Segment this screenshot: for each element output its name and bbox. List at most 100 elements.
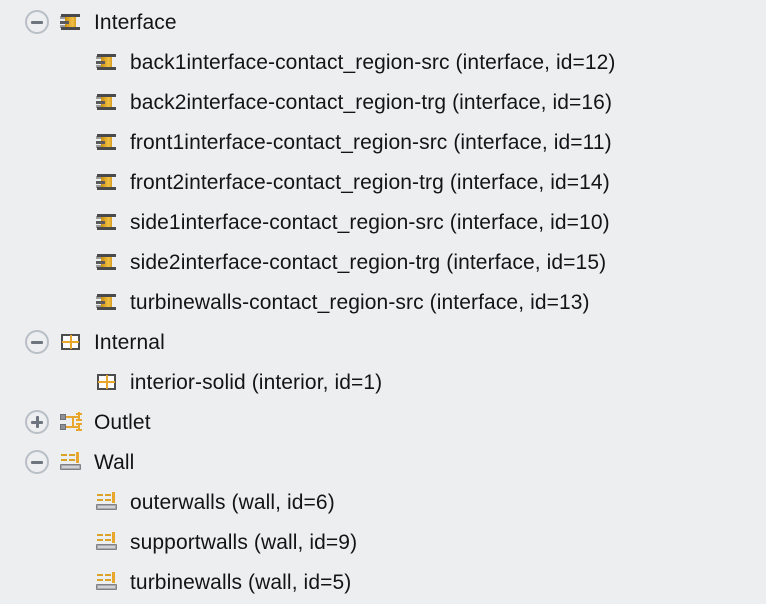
tree-group-label: Internal bbox=[94, 330, 165, 354]
interface-icon-part bbox=[97, 174, 116, 177]
tree-item-row[interactable]: back2interface-contact_region-trg (inter… bbox=[0, 82, 766, 122]
interface-icon-part bbox=[96, 221, 105, 224]
wall-icon-part bbox=[61, 454, 67, 456]
interface-icon-part bbox=[97, 94, 116, 97]
tree-group-row[interactable]: Outlet bbox=[0, 402, 766, 442]
toggle-horizontal-bar bbox=[31, 20, 43, 24]
interior-grid-icon bbox=[60, 331, 82, 353]
outlet-icon-part bbox=[76, 429, 82, 431]
wall-icon-part bbox=[105, 579, 111, 581]
tree-group-label: Outlet bbox=[94, 410, 151, 434]
interface-icon-part bbox=[61, 27, 80, 30]
interface-icon-part bbox=[96, 261, 105, 264]
wall-icon-part bbox=[97, 574, 103, 576]
interface-icon-part bbox=[97, 294, 116, 297]
interface-icon bbox=[96, 251, 118, 273]
tree-item-label: supportwalls (wall, id=9) bbox=[130, 530, 358, 554]
interface-icon bbox=[60, 11, 82, 33]
wall-icon-part bbox=[98, 546, 115, 548]
wall-icon-part bbox=[105, 539, 111, 541]
interface-icon-part bbox=[96, 145, 101, 148]
wall-icon-part bbox=[97, 494, 103, 496]
outlet-icon-part bbox=[60, 414, 66, 420]
wall-icon bbox=[60, 451, 82, 473]
wall-icon-part bbox=[105, 494, 111, 496]
tree-item-label: front1interface-contact_region-src (inte… bbox=[130, 130, 612, 154]
tree-item-row[interactable]: back1interface-contact_region-src (inter… bbox=[0, 42, 766, 82]
tree-item-row[interactable]: front2interface-contact_region-trg (inte… bbox=[0, 162, 766, 202]
interface-icon bbox=[96, 51, 118, 73]
interface-icon-part bbox=[96, 105, 101, 108]
interface-icon-part bbox=[96, 56, 101, 59]
expand-plus-icon[interactable] bbox=[25, 410, 49, 434]
interface-icon-part bbox=[96, 61, 105, 64]
interface-icon-part bbox=[97, 134, 116, 137]
interface-icon-part bbox=[97, 67, 116, 70]
interface-icon bbox=[96, 131, 118, 153]
tree-group-label: Interface bbox=[94, 10, 177, 34]
interface-icon-part bbox=[60, 25, 65, 28]
interface-icon-part bbox=[96, 305, 101, 308]
tree-item-label: front2interface-contact_region-trg (inte… bbox=[130, 170, 610, 194]
tree-item-label: turbinewalls-contact_region-src (interfa… bbox=[130, 290, 590, 314]
tree-group-row[interactable]: Wall bbox=[0, 442, 766, 482]
interface-icon-part bbox=[60, 16, 65, 19]
wall-icon-part bbox=[97, 579, 103, 581]
interface-icon-part bbox=[101, 134, 112, 150]
outlet-icon-part bbox=[72, 416, 74, 427]
toggle-horizontal-bar bbox=[31, 340, 43, 344]
outlet-icon-part bbox=[60, 424, 66, 430]
wall-icon-part bbox=[105, 574, 111, 576]
interface-icon-part bbox=[96, 96, 101, 99]
interior-grid-icon bbox=[96, 371, 118, 393]
interface-icon-part bbox=[97, 214, 116, 217]
collapse-minus-icon[interactable] bbox=[25, 450, 49, 474]
tree-item-row[interactable]: interior-solid (interior, id=1) bbox=[0, 362, 766, 402]
interface-icon-part bbox=[61, 14, 80, 17]
interface-icon-part bbox=[101, 174, 112, 190]
interface-icon bbox=[96, 171, 118, 193]
collapse-minus-icon[interactable] bbox=[25, 330, 49, 354]
outlet-icon-part bbox=[76, 419, 82, 421]
tree-item-label: turbinewalls (wall, id=5) bbox=[130, 570, 352, 594]
interface-icon-part bbox=[97, 54, 116, 57]
tree-item-label: side1interface-contact_region-src (inter… bbox=[130, 210, 610, 234]
interface-icon-part bbox=[101, 294, 112, 310]
tree-item-row[interactable]: side2interface-contact_region-trg (inter… bbox=[0, 242, 766, 282]
wall-icon-part bbox=[112, 572, 115, 583]
tree-item-label: side2interface-contact_region-trg (inter… bbox=[130, 250, 607, 274]
tree-item-label: interior-solid (interior, id=1) bbox=[130, 370, 383, 394]
interface-icon-part bbox=[96, 225, 101, 228]
interface-icon-part bbox=[96, 136, 101, 139]
wall-icon-part bbox=[61, 459, 67, 461]
interface-icon-part bbox=[97, 267, 116, 270]
outlet-icon-part bbox=[78, 423, 80, 430]
wall-icon-part bbox=[76, 452, 79, 463]
interface-icon-part bbox=[96, 185, 101, 188]
tree-item-row[interactable]: supportwalls (wall, id=9) bbox=[0, 522, 766, 562]
interface-icon-part bbox=[96, 265, 101, 268]
tree-item-row[interactable]: turbinewalls (wall, id=5) bbox=[0, 562, 766, 602]
interface-icon-part bbox=[96, 141, 105, 144]
tree-group-row[interactable]: Interface bbox=[0, 2, 766, 42]
collapse-minus-icon[interactable] bbox=[25, 10, 49, 34]
tree-item-row[interactable]: front1interface-contact_region-src (inte… bbox=[0, 122, 766, 162]
tree-item-row[interactable]: side1interface-contact_region-src (inter… bbox=[0, 202, 766, 242]
wall-icon-part bbox=[97, 534, 103, 536]
wall-icon-part bbox=[69, 454, 75, 456]
interface-icon-part bbox=[101, 94, 112, 110]
toggle-horizontal-bar bbox=[31, 460, 43, 464]
interface-icon-part bbox=[101, 214, 112, 230]
tree-item-label: back2interface-contact_region-trg (inter… bbox=[130, 90, 613, 114]
tree-group-row[interactable]: Internal bbox=[0, 322, 766, 362]
interface-icon-part bbox=[96, 256, 101, 259]
interior-grid-icon-part bbox=[98, 381, 115, 383]
interface-icon-part bbox=[96, 176, 101, 179]
outlet-icon bbox=[60, 411, 82, 433]
tree-item-row[interactable]: turbinewalls-contact_region-src (interfa… bbox=[0, 282, 766, 322]
interface-icon-part bbox=[96, 216, 101, 219]
tree-item-row[interactable]: outerwalls (wall, id=6) bbox=[0, 482, 766, 522]
interface-icon bbox=[96, 291, 118, 313]
interface-icon bbox=[96, 91, 118, 113]
